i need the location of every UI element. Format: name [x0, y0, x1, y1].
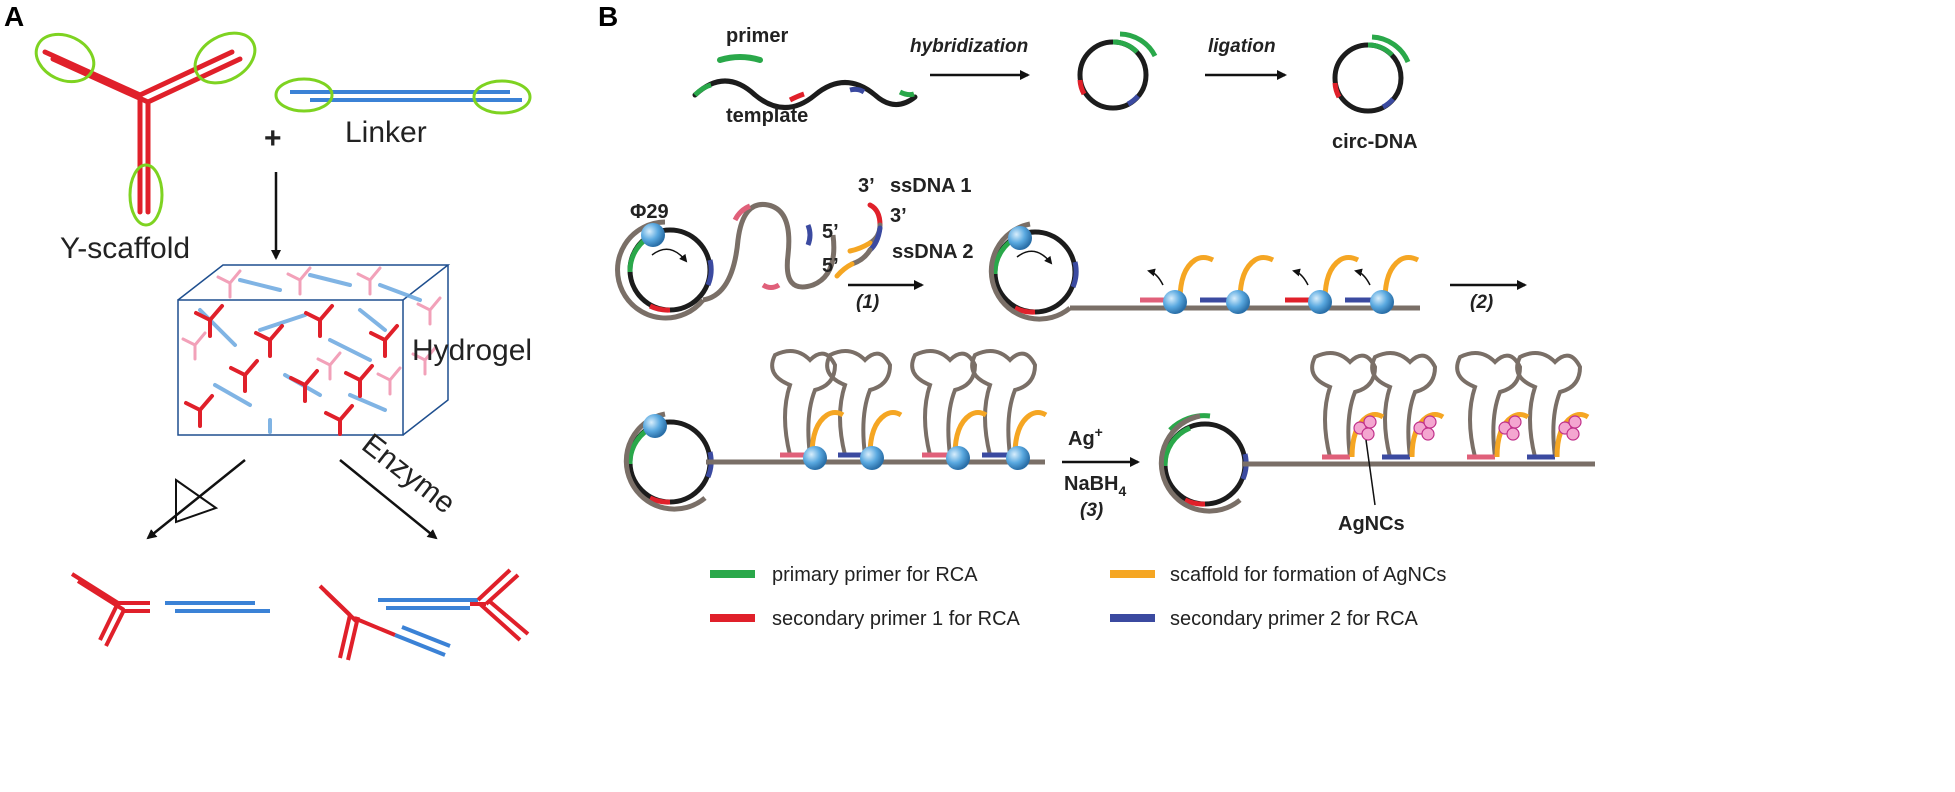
five-prime-label-2: 5’ — [822, 255, 839, 277]
five-prime-label-1: 5’ — [822, 221, 839, 243]
linker-label: Linker — [345, 116, 427, 149]
rca-circle-3 — [623, 411, 714, 512]
plus-sign: + — [264, 122, 282, 155]
polymerase-beads-row-3 — [803, 446, 1030, 470]
ligation-label: ligation — [1208, 36, 1276, 57]
ssdna-1-label: ssDNA 1 — [890, 175, 972, 197]
panel-b-letter: B — [598, 1, 618, 32]
hydrogel-network — [181, 266, 442, 436]
hydrogel-box — [177, 264, 451, 436]
hybridization-label: hybridization — [910, 36, 1028, 57]
ag-label: Ag+ — [1068, 424, 1103, 450]
y-scaffold-label: Y-scaffold — [60, 232, 190, 265]
heat-arrow — [146, 459, 246, 540]
polymerase-beads-row-2 — [1163, 290, 1394, 314]
circ-dna-label: circ-DNA — [1332, 131, 1418, 153]
hybridized-ssdna-row-3 — [780, 410, 1048, 458]
legend-label-secondary-primer-1: secondary primer 1 for RCA — [772, 608, 1021, 630]
displacement-arrows — [1147, 268, 1371, 286]
legend-label-primary-primer: primary primer for RCA — [772, 564, 978, 586]
rca-circle-2 — [988, 221, 1079, 322]
phi29-bead-2 — [1008, 226, 1032, 250]
coiled-strands-row-3 — [770, 349, 1038, 456]
rca-circle-4 — [1158, 413, 1249, 514]
step-1-label: (1) — [856, 292, 879, 313]
silver-nanoclusters — [1353, 415, 1582, 441]
linker-sticky-end-highlights — [274, 77, 532, 115]
hydrogel-label: Hydrogel — [412, 334, 532, 367]
enzyme-label: Enzyme — [356, 428, 462, 521]
primer-strand — [717, 54, 763, 63]
template-strand — [692, 78, 918, 110]
rca-product-strand-1 — [702, 201, 837, 303]
phi29-polymerase-bead — [641, 223, 665, 247]
legend-label-scaffold: scaffold for formation of AgNCs — [1170, 564, 1446, 586]
step-3-label: (3) — [1080, 500, 1103, 521]
y-scaffold-graphic — [42, 49, 243, 215]
y-scaffold-sticky-end-highlights — [34, 31, 257, 227]
legend: primary primer for RCA scaffold for form… — [710, 564, 1446, 630]
linker-graphic — [290, 90, 522, 102]
nabh4-label: NaBH4 — [1064, 473, 1126, 499]
primer-label: primer — [726, 25, 788, 47]
phi29-bead-3 — [643, 414, 667, 438]
step-2-label: (2) — [1470, 292, 1493, 313]
heat-triangle-icon — [175, 478, 219, 524]
agncs-label: AgNCs — [1338, 513, 1405, 535]
template-label: template — [726, 105, 808, 127]
ssdna-2-label: ssDNA 2 — [892, 241, 974, 263]
hybridized-circle — [1077, 31, 1158, 111]
legend-label-secondary-primer-2: secondary primer 2 for RCA — [1170, 608, 1419, 630]
panel-a-letter: A — [4, 1, 24, 32]
rca-circle-1 — [615, 219, 714, 321]
three-prime-label-2: 3’ — [890, 205, 907, 227]
enzyme-products — [318, 568, 530, 661]
agncs-pointer — [1365, 439, 1376, 506]
coiled-strands-row-4 — [1310, 351, 1583, 458]
three-prime-label-1: 3’ — [858, 175, 875, 197]
phi29-label: Φ29 — [630, 201, 669, 223]
enzyme-arrow — [339, 459, 438, 540]
heat-products — [70, 572, 270, 647]
ssdna-2-graphic — [834, 225, 883, 279]
circ-dna-graphic — [1332, 34, 1411, 114]
